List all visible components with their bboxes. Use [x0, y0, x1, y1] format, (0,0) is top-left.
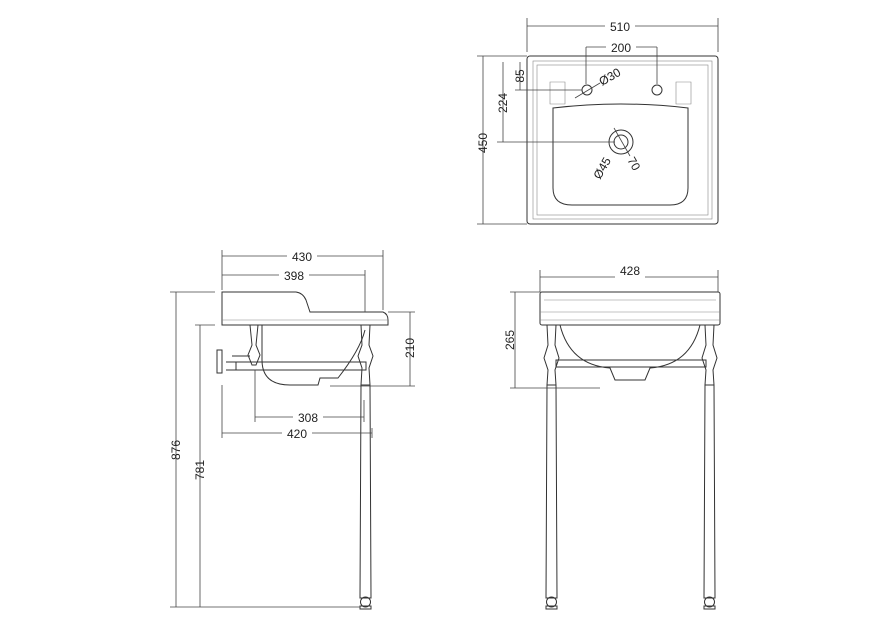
left-leg-top [543, 324, 560, 386]
dim-overall-depth-430: 430 [292, 250, 312, 264]
dim-rim-height-781: 781 [193, 460, 207, 480]
front-view: 428 265 [503, 264, 721, 610]
front-leg [359, 384, 372, 599]
dim-basin-height-265: 265 [503, 330, 517, 350]
basin-outline-top [526, 55, 719, 225]
side-view: 430 398 210 308 420 876 781 [169, 249, 417, 610]
dim-waste-224: 224 [496, 93, 510, 113]
dim-width-510: 510 [610, 20, 630, 34]
dim-stand-depth-420: 420 [287, 427, 307, 441]
basin-rim-inner-2 [536, 64, 709, 216]
bowl-underside [261, 325, 366, 386]
dim-tap-hole-30: Ø30 [597, 65, 624, 89]
dim-bowl-height-210: 210 [403, 338, 417, 358]
dim-waste-70: 70 [624, 155, 643, 174]
towel-rail-side [235, 361, 367, 371]
dim-overall-height-876: 876 [169, 440, 183, 460]
basin-rim-inner [532, 60, 713, 220]
dim-waste-45: Ø45 [590, 155, 614, 182]
right-leg [703, 384, 716, 599]
dim-tap-85: 85 [513, 69, 527, 83]
bowl-outline [552, 103, 689, 206]
front-leg-top [357, 324, 374, 386]
top-view: 510 200 450 224 85 Ø30 Ø45 70 [476, 18, 719, 225]
left-leg [545, 384, 558, 599]
dim-basin-depth-398: 398 [284, 269, 304, 283]
basin-side-profile [221, 291, 389, 326]
soap-recesses [549, 81, 692, 105]
bowl-front [559, 324, 701, 381]
dim-rail-depth-308: 308 [298, 411, 318, 425]
wall-flange [216, 349, 223, 374]
tap-hole-left [581, 84, 593, 96]
right-leg-top [701, 324, 718, 386]
tap-hole-right [651, 84, 663, 96]
rear-post [247, 324, 261, 366]
dim-tap-spacing-200: 200 [611, 41, 631, 55]
dim-depth-450: 450 [476, 133, 490, 153]
towel-rail-front [555, 359, 707, 368]
dim-stand-width-428: 428 [620, 264, 640, 278]
waste-inner [613, 134, 629, 150]
